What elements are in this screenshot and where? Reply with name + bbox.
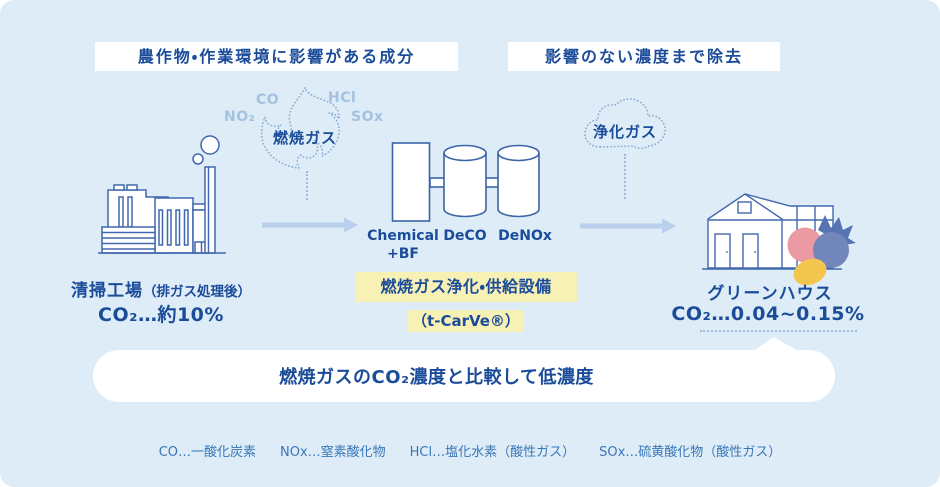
clean-gas-label: 浄化ガス [592, 123, 657, 141]
arrow-right-icon [580, 218, 676, 234]
gas-label-no2: NO₂ [224, 109, 256, 125]
gas-legend: CO…一酸化炭素 NOx…窒素酸化物 HCl…塩化水素（酸性ガス） SOx…硫黄酸化物… [0, 441, 940, 460]
factory-caption: 清掃工場（排ガス処理後） [55, 276, 267, 301]
legend-item-hcl: HCl…塩化水素（酸性ガス） [409, 445, 576, 460]
factory-title-note: （排ガス処理後） [143, 284, 251, 300]
purification-equipment-illustration [390, 141, 540, 223]
gas-label-co: CO [256, 92, 280, 108]
cloud-connector-line [624, 154, 626, 199]
factory-co2-value: CO₂…約10% [98, 304, 224, 326]
harmful-components-tag: 農作物・作業環境に影響がある成分 [95, 42, 458, 71]
equipment-unit-chemical-bf-line2: +BF [387, 246, 419, 262]
equipment-unit-deco: DeCO [443, 228, 487, 244]
flame-icon [258, 84, 350, 174]
gas-label-hcl: HCl [328, 90, 357, 106]
equipment-unit-chemical-bf: Chemical [367, 228, 439, 244]
arrow-right-icon [262, 217, 358, 233]
callout-bubble: 燃焼ガスのCO₂濃度と比較して低濃度 [93, 350, 835, 402]
incineration-plant-illustration [92, 133, 232, 255]
equipment-brand-label: （t-CarVe®） [408, 310, 524, 332]
equipment-unit-denox: DeNOx [498, 228, 552, 244]
greenhouse-title: グリーンハウス [707, 284, 833, 304]
removed-concentration-tag: 影響のない濃度まで除去 [508, 42, 780, 71]
factory-title: 清掃工場 [71, 281, 143, 301]
legend-item-nox: NOx…窒素酸化物 [280, 445, 386, 460]
callout-text: 燃焼ガスのCO₂濃度と比較して低濃度 [279, 367, 594, 388]
smoke-icon [192, 153, 204, 165]
greenhouse-caption: グリーンハウス [694, 279, 846, 304]
greenhouse-co2-value: CO₂…0.04~0.15% [671, 303, 865, 325]
legend-item-sox: SOx…硫黄酸化物（酸性ガス） [599, 445, 782, 460]
legend-item-co: CO…一酸化炭素 [158, 445, 256, 460]
flame-connector-line [306, 171, 308, 200]
greenhouse-illustration [702, 188, 862, 293]
cloud-icon [577, 96, 673, 154]
strawberry-icon [787, 215, 856, 286]
flue-gas-label: 燃焼ガス [272, 129, 337, 147]
gas-label-sox: SOx [351, 109, 384, 125]
equipment-label: 燃焼ガス浄化・供給設備 [355, 272, 577, 302]
co2-underline [700, 330, 857, 332]
